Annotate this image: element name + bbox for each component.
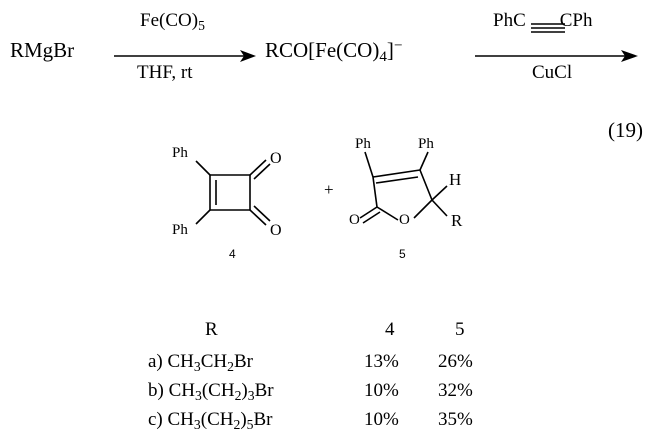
product-5-ph-left: Ph <box>355 136 371 152</box>
product-4-structure <box>195 159 271 226</box>
reaction-arrow-1 <box>114 50 256 62</box>
table-header-5: 5 <box>455 319 465 340</box>
table-row-a-yield-5: 26% <box>438 351 473 372</box>
product-5-ph-right: Ph <box>418 136 434 152</box>
table-row-c-yield-4: 10% <box>364 409 399 430</box>
product-5-label: 5 <box>399 247 406 261</box>
table-row-b-yield-4: 10% <box>364 380 399 401</box>
product-4-ph-bottom: Ph <box>172 222 188 238</box>
table-row-a-yield-4: 13% <box>364 351 399 372</box>
table-row-c-yield-5: 35% <box>438 409 473 430</box>
product-5-ring-oxygen: O <box>399 212 410 228</box>
intermediate-acyl-iron: RCO[Fe(CO)4]− <box>265 38 403 66</box>
product-4-label: 4 <box>229 247 236 261</box>
reagent-fe-co-5: Fe(CO)5 <box>140 10 205 33</box>
product-4-oxygen-top: O <box>270 150 282 167</box>
product-4-ph-top: Ph <box>172 145 188 161</box>
plus-sign: + <box>324 180 334 199</box>
product-5-hydrogen: H <box>449 170 462 189</box>
reaction-arrow-2 <box>475 50 638 62</box>
table-header-4: 4 <box>385 319 395 340</box>
equation-number: (19) <box>608 118 643 142</box>
product-5-r-group: R <box>451 211 463 230</box>
product-4-oxygen-bottom: O <box>270 222 282 239</box>
table-row-c-r: c) CH3(CH2)5Br <box>148 409 273 432</box>
product-5-carbonyl-oxygen: O <box>349 212 360 228</box>
reagent-cucl: CuCl <box>532 62 573 83</box>
table-row-b-yield-5: 32% <box>438 380 473 401</box>
product-5-structure <box>359 151 448 224</box>
reactant-rmgbr: RMgBr <box>10 38 75 62</box>
table-header-r: R <box>205 319 218 340</box>
triple-bond <box>531 23 565 33</box>
table-row-b-r: b) CH3(CH2)3Br <box>148 380 274 403</box>
condition-thf-rt: THF, rt <box>137 62 193 83</box>
table-row-a-r: a) CH3CH2Br <box>148 351 253 374</box>
